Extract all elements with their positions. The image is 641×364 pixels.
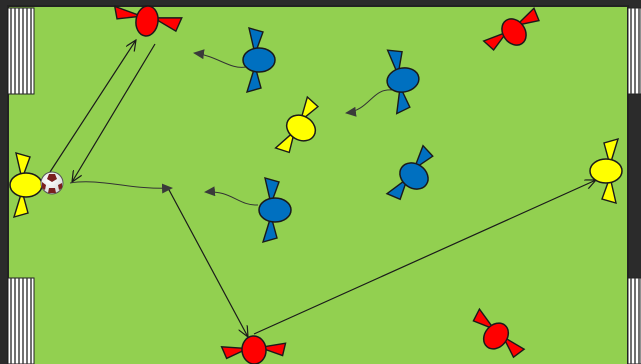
- player-yellow: [274, 95, 320, 154]
- run-arrow: [193, 49, 247, 68]
- pass-arrows: [49, 40, 596, 337]
- run-arrow: [345, 89, 393, 117]
- goal-bottom-left: [7, 277, 35, 364]
- pass-arrow: [253, 180, 596, 335]
- pass-arrow: [167, 187, 248, 337]
- player-blue: [242, 27, 276, 94]
- pass-arrow: [72, 43, 156, 182]
- player-red: [113, 5, 183, 37]
- goal-bottom-right: [627, 277, 641, 364]
- run-arrow: [69, 181, 173, 194]
- player-blue: [385, 144, 434, 201]
- soccer-ball-icon: [40, 171, 64, 195]
- pitch: [7, 5, 629, 364]
- player-yellow: [589, 137, 623, 204]
- player-blue: [258, 177, 292, 244]
- goal-top-right: [627, 7, 641, 95]
- player-red: [482, 7, 540, 51]
- player-yellow: [9, 152, 43, 219]
- goal-top-left: [7, 7, 35, 95]
- run-arrow: [204, 186, 259, 206]
- pass-arrow: [49, 40, 136, 173]
- player-red: [472, 307, 526, 359]
- player-blue: [386, 49, 420, 115]
- run-arrows: [69, 49, 393, 206]
